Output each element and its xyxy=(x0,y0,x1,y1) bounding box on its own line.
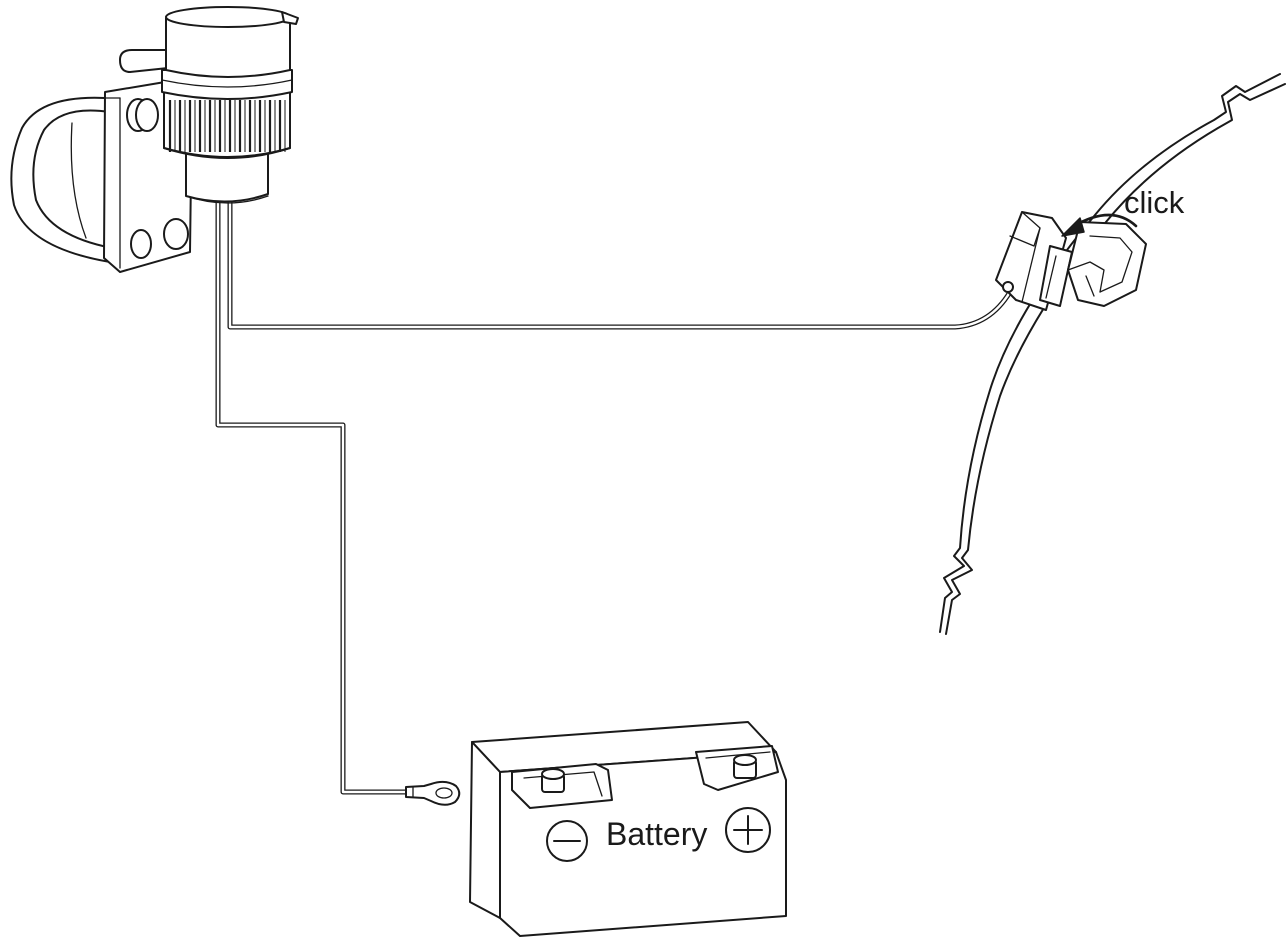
wire-to-clip xyxy=(227,197,1013,330)
wire-to-battery xyxy=(215,197,415,795)
positive-terminal xyxy=(733,754,757,779)
plus-icon xyxy=(725,807,771,853)
click-label: click xyxy=(1124,185,1185,220)
battery xyxy=(469,721,787,937)
negative-terminal xyxy=(541,768,565,793)
body-panel xyxy=(939,73,1286,635)
ring-terminal xyxy=(405,780,461,806)
handlebar-bracket xyxy=(10,49,193,273)
socket-ribs xyxy=(168,100,286,152)
battery-label: Battery xyxy=(606,816,707,852)
connector-clip xyxy=(995,211,1147,311)
power-socket xyxy=(161,6,299,204)
minus-icon xyxy=(546,820,588,862)
